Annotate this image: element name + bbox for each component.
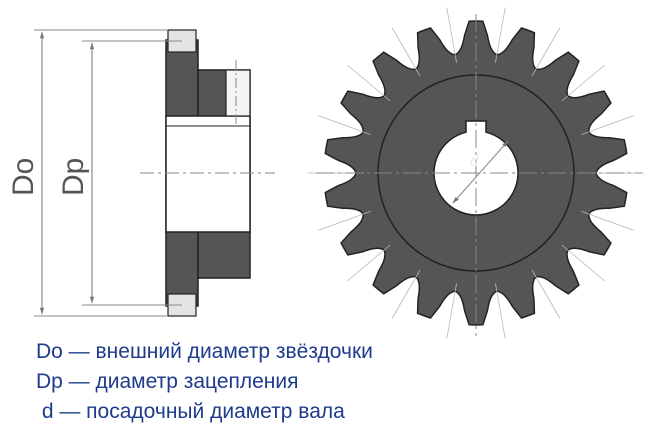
construction-ray xyxy=(581,210,635,231)
legend-d: d — посадочный диаметр вала xyxy=(36,400,345,423)
construction-ray xyxy=(531,269,561,319)
construction-ray xyxy=(347,64,391,102)
construction-ray xyxy=(347,244,391,282)
construction-ray xyxy=(446,283,457,339)
front-view: d xyxy=(308,7,644,339)
construction-lines xyxy=(308,7,644,339)
keyway-section xyxy=(225,69,251,117)
construction-ray xyxy=(391,269,421,319)
side-view: Do Dp xyxy=(7,29,275,317)
legend-do: Do — внешний диаметр звёздочки xyxy=(36,340,373,363)
construction-ray xyxy=(561,244,605,282)
bore-section xyxy=(165,115,251,233)
bore-dimension-line xyxy=(452,140,509,204)
construction-ray xyxy=(446,7,457,63)
bore-label: d xyxy=(470,153,479,170)
construction-ray xyxy=(531,27,561,77)
construction-ray xyxy=(495,283,506,339)
construction-ray xyxy=(561,64,605,102)
construction-ray xyxy=(391,27,421,77)
construction-ray xyxy=(581,115,635,136)
construction-ray xyxy=(317,115,371,136)
dp-label: Dp xyxy=(57,158,90,196)
construction-ray xyxy=(317,210,371,231)
do-label: Do xyxy=(7,158,40,196)
legend-dp: Dp — диаметр зацепления xyxy=(36,370,299,393)
construction-ray xyxy=(495,7,506,63)
